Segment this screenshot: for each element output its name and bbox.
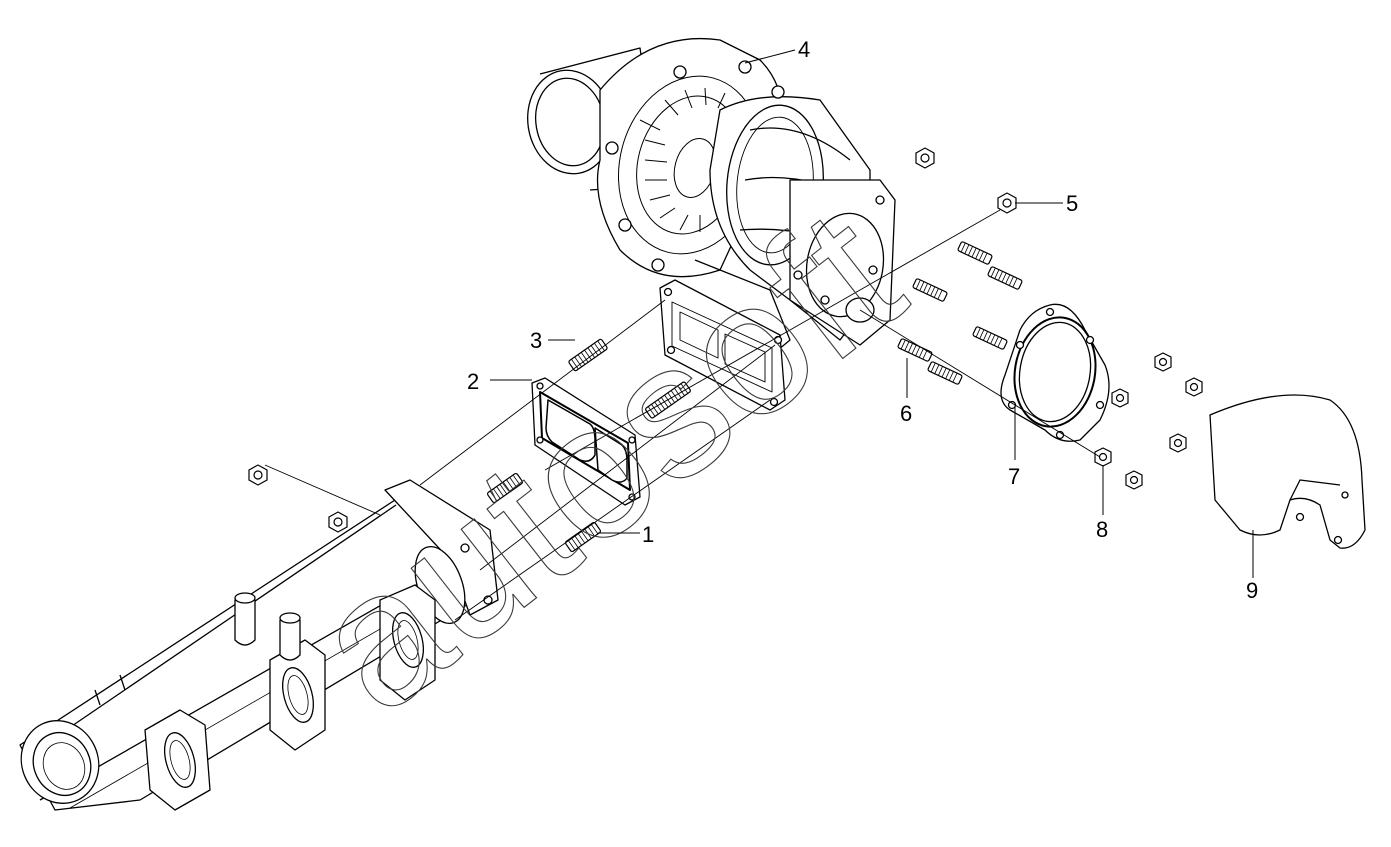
gasket-2 bbox=[532, 378, 640, 505]
stud-3 bbox=[568, 339, 608, 372]
turbine-inlet-flange bbox=[660, 280, 785, 410]
nut-top-1 bbox=[916, 148, 934, 168]
stud-r4 bbox=[972, 326, 1007, 349]
nut-left-2 bbox=[329, 512, 347, 532]
nut-r-1 bbox=[1155, 353, 1171, 371]
callout-1: 1 bbox=[642, 522, 654, 547]
stud-r2 bbox=[987, 266, 1022, 289]
callout-leaders bbox=[490, 49, 1254, 578]
stud-r3 bbox=[912, 278, 947, 301]
studs bbox=[487, 241, 1023, 552]
nut-5 bbox=[998, 193, 1016, 213]
heat-shield-9 bbox=[1210, 395, 1365, 548]
callout-7: 7 bbox=[1008, 464, 1020, 489]
callout-2: 2 bbox=[467, 369, 479, 394]
exhaust-manifold bbox=[8, 480, 498, 816]
callout-5: 5 bbox=[1066, 191, 1078, 216]
nut-r-2 bbox=[1186, 378, 1202, 396]
stud-1 bbox=[565, 522, 601, 552]
nuts bbox=[249, 148, 1202, 532]
stud-r1 bbox=[957, 241, 992, 264]
callout-3: 3 bbox=[530, 328, 542, 353]
callout-8: 8 bbox=[1096, 517, 1108, 542]
assembly-axis-lines bbox=[264, 209, 1101, 621]
nut-r-6 bbox=[1126, 471, 1142, 489]
nut-8 bbox=[1095, 448, 1111, 466]
callout-6: 6 bbox=[900, 401, 912, 426]
stud-2c bbox=[487, 473, 523, 503]
stud-6 bbox=[897, 338, 932, 361]
nut-r-3 bbox=[1112, 389, 1128, 407]
watermark-text: autosoft bbox=[275, 169, 938, 752]
nut-left-1 bbox=[249, 465, 267, 485]
callout-9: 9 bbox=[1246, 578, 1258, 603]
watermark: autosoft bbox=[274, 168, 938, 752]
turbocharger bbox=[520, 39, 895, 365]
callout-labels: 1 2 3 4 5 6 7 8 9 bbox=[467, 37, 1258, 603]
callout-4: 4 bbox=[798, 37, 810, 62]
gasket-7 bbox=[1001, 304, 1109, 441]
stud-r6 bbox=[927, 361, 962, 384]
nut-r-4 bbox=[1170, 434, 1186, 452]
